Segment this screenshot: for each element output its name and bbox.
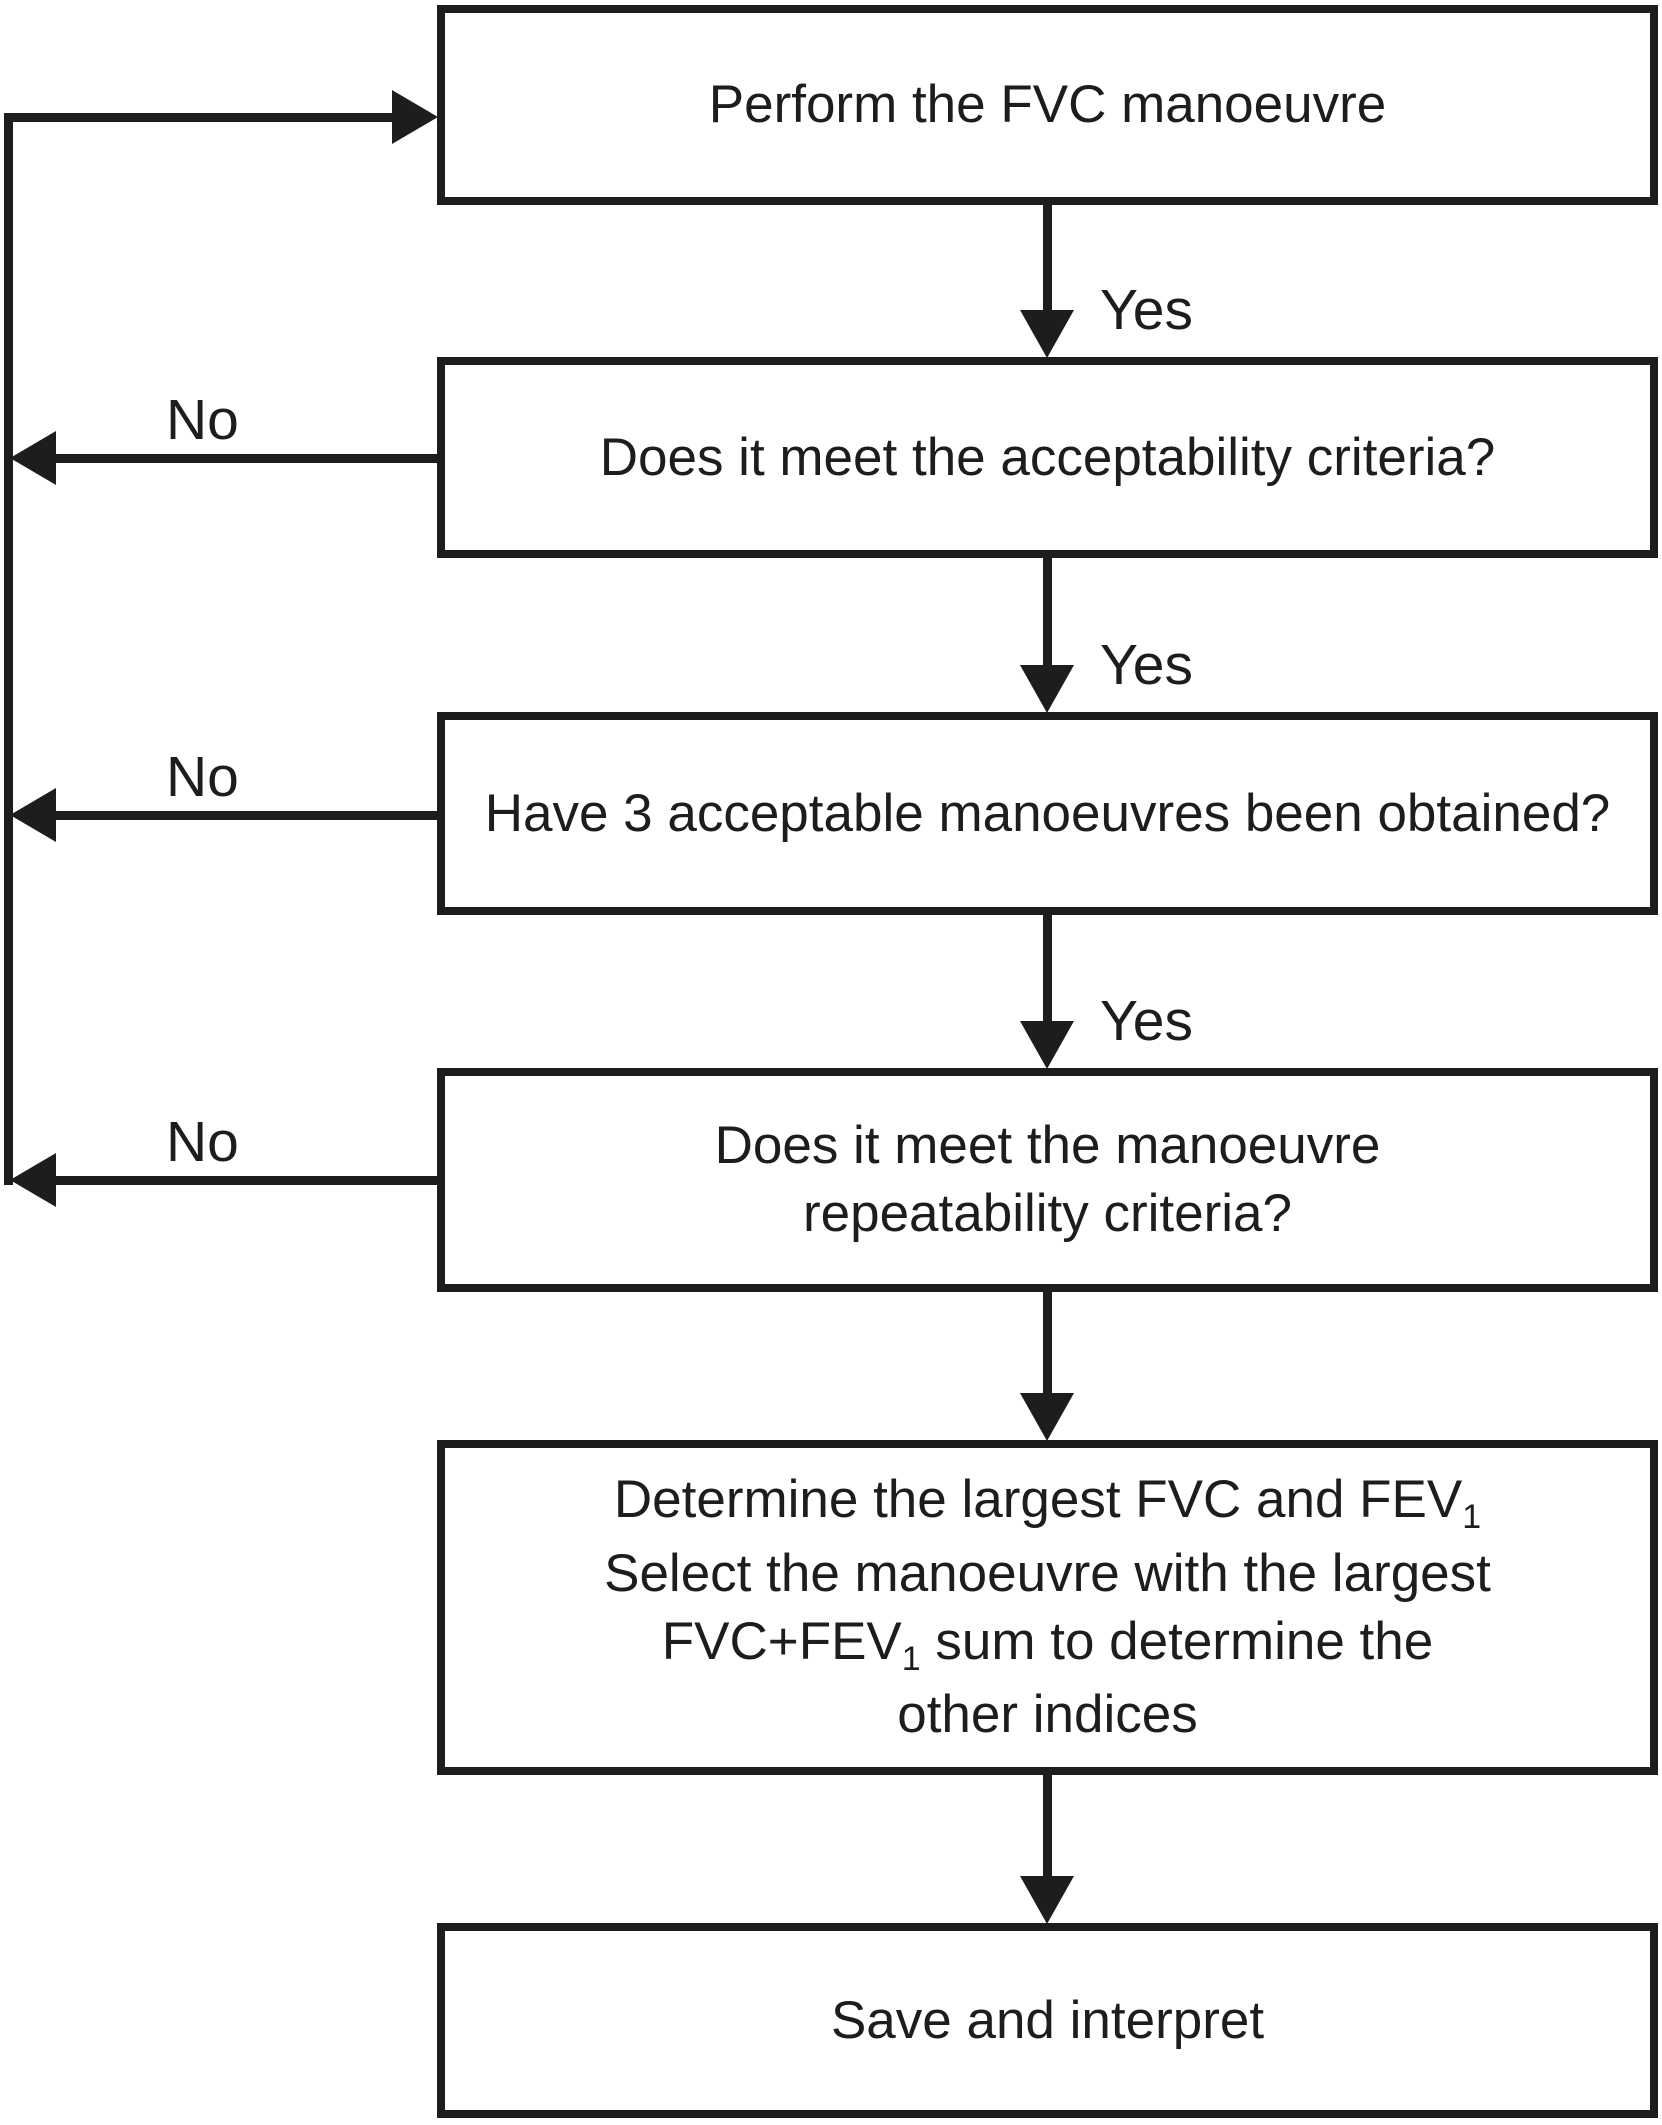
node-acceptability-criteria: Does it meet the acceptability criteria? <box>437 357 1658 558</box>
edge-label-no-1: No <box>166 388 239 452</box>
connector-no-repeatability <box>54 1176 437 1185</box>
node-determine-largest: Determine the largest FVC and FEV1 Selec… <box>437 1440 1658 1775</box>
arrowhead-down-icon <box>1020 310 1074 358</box>
determine-line3-text: FVC+FEV <box>661 1611 902 1671</box>
fev1-subscript: 1 <box>1462 1498 1482 1537</box>
node-determine-line4: other indices <box>897 1684 1198 1744</box>
determine-line1-text: Determine the largest FVC and FEV <box>613 1470 1463 1530</box>
determine-line3-rest: sum to determine the <box>920 1611 1434 1671</box>
arrowhead-left-icon <box>10 431 56 485</box>
edge-label-yes-1: Yes <box>1100 278 1193 342</box>
node-save-label: Save and interpret <box>830 1990 1265 2050</box>
feedback-return-line-vertical <box>4 113 13 1185</box>
node-save-and-interpret: Save and interpret <box>437 1923 1658 2118</box>
arrowhead-into-perform-icon <box>392 90 438 144</box>
arrowhead-down-icon <box>1020 1876 1074 1924</box>
connector-no-three <box>54 811 437 820</box>
node-acceptability-label: Does it meet the acceptability criteria? <box>599 427 1496 487</box>
node-three-acceptable-label: Have 3 acceptable manoeuvres been obtain… <box>484 783 1611 843</box>
node-three-acceptable-manoeuvres: Have 3 acceptable manoeuvres been obtain… <box>437 712 1658 915</box>
edge-label-no-3: No <box>166 1110 239 1174</box>
node-perform-fvc: Perform the FVC manoeuvre <box>437 5 1658 205</box>
connector-repeatability-to-determine <box>1043 1292 1052 1398</box>
connector-three-to-repeatability <box>1043 915 1052 1026</box>
connector-acceptability-to-three <box>1043 558 1052 670</box>
edge-label-no-2: No <box>166 745 239 809</box>
node-determine-line3: FVC+FEV1 sum to determine the <box>662 1608 1433 1681</box>
arrowhead-down-icon <box>1020 1021 1074 1069</box>
arrowhead-down-icon <box>1020 665 1074 713</box>
node-determine-line2: Select the manoeuvre with the largest <box>604 1543 1491 1603</box>
arrowhead-left-icon <box>10 1153 56 1207</box>
fev1-subscript: 1 <box>901 1639 921 1678</box>
node-determine-line1: Determine the largest FVC and FEV1 <box>614 1466 1481 1539</box>
connector-determine-to-save <box>1043 1775 1052 1881</box>
node-repeatability-line2: repeatability criteria? <box>802 1184 1292 1243</box>
edge-label-yes-2: Yes <box>1100 633 1193 697</box>
node-repeatability-line1: Does it meet the manoeuvre <box>714 1116 1381 1176</box>
node-repeatability-criteria: Does it meet the manoeuvre repeatability… <box>437 1068 1658 1292</box>
arrowhead-left-icon <box>10 788 56 842</box>
connector-perform-to-acceptability <box>1043 205 1052 315</box>
node-perform-fvc-label: Perform the FVC manoeuvre <box>708 75 1387 135</box>
feedback-return-line-top <box>4 113 395 122</box>
edge-label-yes-3: Yes <box>1100 989 1193 1053</box>
connector-no-acceptability <box>54 454 437 463</box>
arrowhead-down-icon <box>1020 1393 1074 1441</box>
